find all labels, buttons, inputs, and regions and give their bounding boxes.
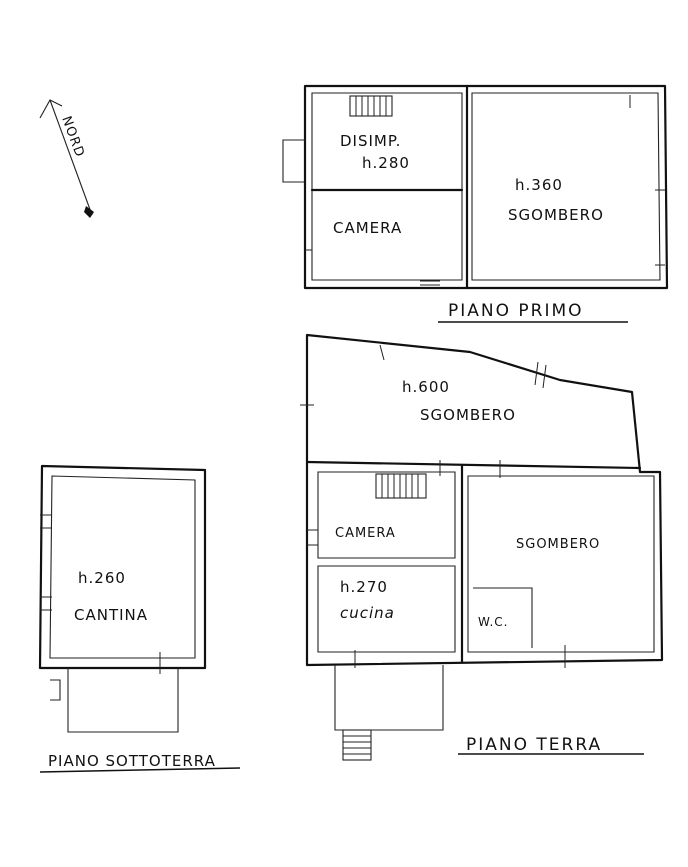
primo-outer-wall [303,84,669,290]
terra-outer-wall [305,333,664,667]
sottoterra-inner-wall [49,475,196,659]
sottoterra-cantina-height: h.260 [78,569,126,587]
sottoterra-title-underline [39,767,241,773]
terra-camera-label: CAMERA [335,526,396,541]
terra-cucina-height: h.270 [340,578,388,596]
terra-sgombero-right-inner [467,475,655,653]
sottoterra-cantina-label: CANTINA [74,606,148,624]
primo-windows [305,95,665,286]
sottoterra-outer-wall [38,464,207,670]
terra-camera-inner [317,471,456,559]
terra-sgombero-top-label: SGOMBERO [420,406,516,424]
primo-title: PIANO PRIMO [448,301,584,321]
north-arrow-shaft [49,99,93,216]
primo-sgombero-height: h.360 [515,176,563,194]
primo-left-inner [311,92,463,281]
north-arrow-tail-mark [84,206,94,218]
sottoterra-windows [40,514,161,674]
terra-entry-steps [342,729,372,761]
north-label: NORD [58,114,87,160]
terra-stair [375,473,427,499]
terra-title: PIANO TERRA [466,735,602,755]
sottoterra-title: PIANO SOTTOTERRA [48,752,216,770]
sottoterra-door-stub [50,679,61,701]
terra-wc-wall [473,587,533,648]
terra-cucina-label: cucina [340,604,395,622]
primo-camera-label: CAMERA [333,219,402,237]
primo-sgombero-label: SGOMBERO [508,206,604,224]
piano-primo-plan: DISIMP. h.280 CAMERA h.360 SGOMBERO PIAN… [282,84,669,323]
piano-sottoterra-plan: h.260 CANTINA PIANO SOTTOTERRA [38,464,241,773]
primo-disimp-height: h.280 [362,154,410,172]
terra-windows [300,344,635,668]
north-arrow: NORD [39,99,94,218]
terra-sgombero-right-label: SGOMBERO [516,537,600,552]
terra-cucina-inner [317,565,456,653]
primo-stair [349,95,393,117]
primo-stub [282,139,305,183]
terra-porch [334,665,444,731]
terra-wc-label: W.C. [478,615,509,629]
piano-terra-plan: h.600 SGOMBERO CAMERA h.270 cucina SGOMB… [300,333,664,761]
terra-sgombero-wall [305,460,642,470]
primo-disimp-label: DISIMP. [340,132,401,150]
sottoterra-porch [67,668,179,733]
north-arrow-head [39,99,63,119]
primo-right-inner [471,92,661,281]
terra-sgombero-top-height: h.600 [402,378,450,396]
